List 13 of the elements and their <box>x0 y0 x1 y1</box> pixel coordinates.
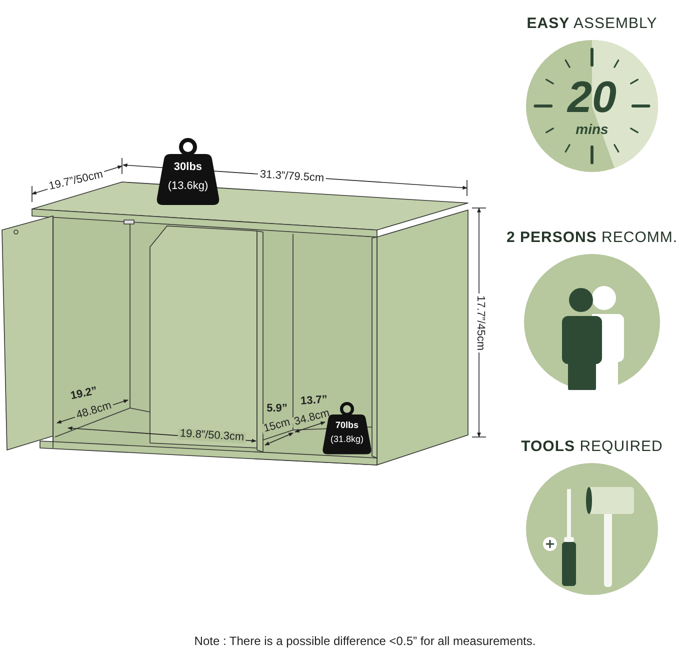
weight-value: 30lbs <box>172 162 204 174</box>
dimension-label: 17.7”/45cm <box>474 293 486 353</box>
badge-heading: EASY ASSEMBLY <box>526 16 658 31</box>
dimension-label: 5.9” <box>266 404 288 414</box>
weight-value: 70lbs <box>334 421 360 430</box>
minutes-unit: mins <box>574 122 610 136</box>
minutes-value: 20 <box>566 76 618 120</box>
dimension-label: 13.7” <box>299 394 329 408</box>
badge-heading: 2 PERSONS RECOMM. <box>506 230 678 245</box>
badge-heading: TOOLS REQUIRED <box>521 439 663 454</box>
weight-value: (13.6kg) <box>166 180 210 192</box>
weight-value: (31.8kg) <box>329 435 365 444</box>
note-text: Note : There is a possible difference <0.5” for all measurements. <box>193 635 537 647</box>
